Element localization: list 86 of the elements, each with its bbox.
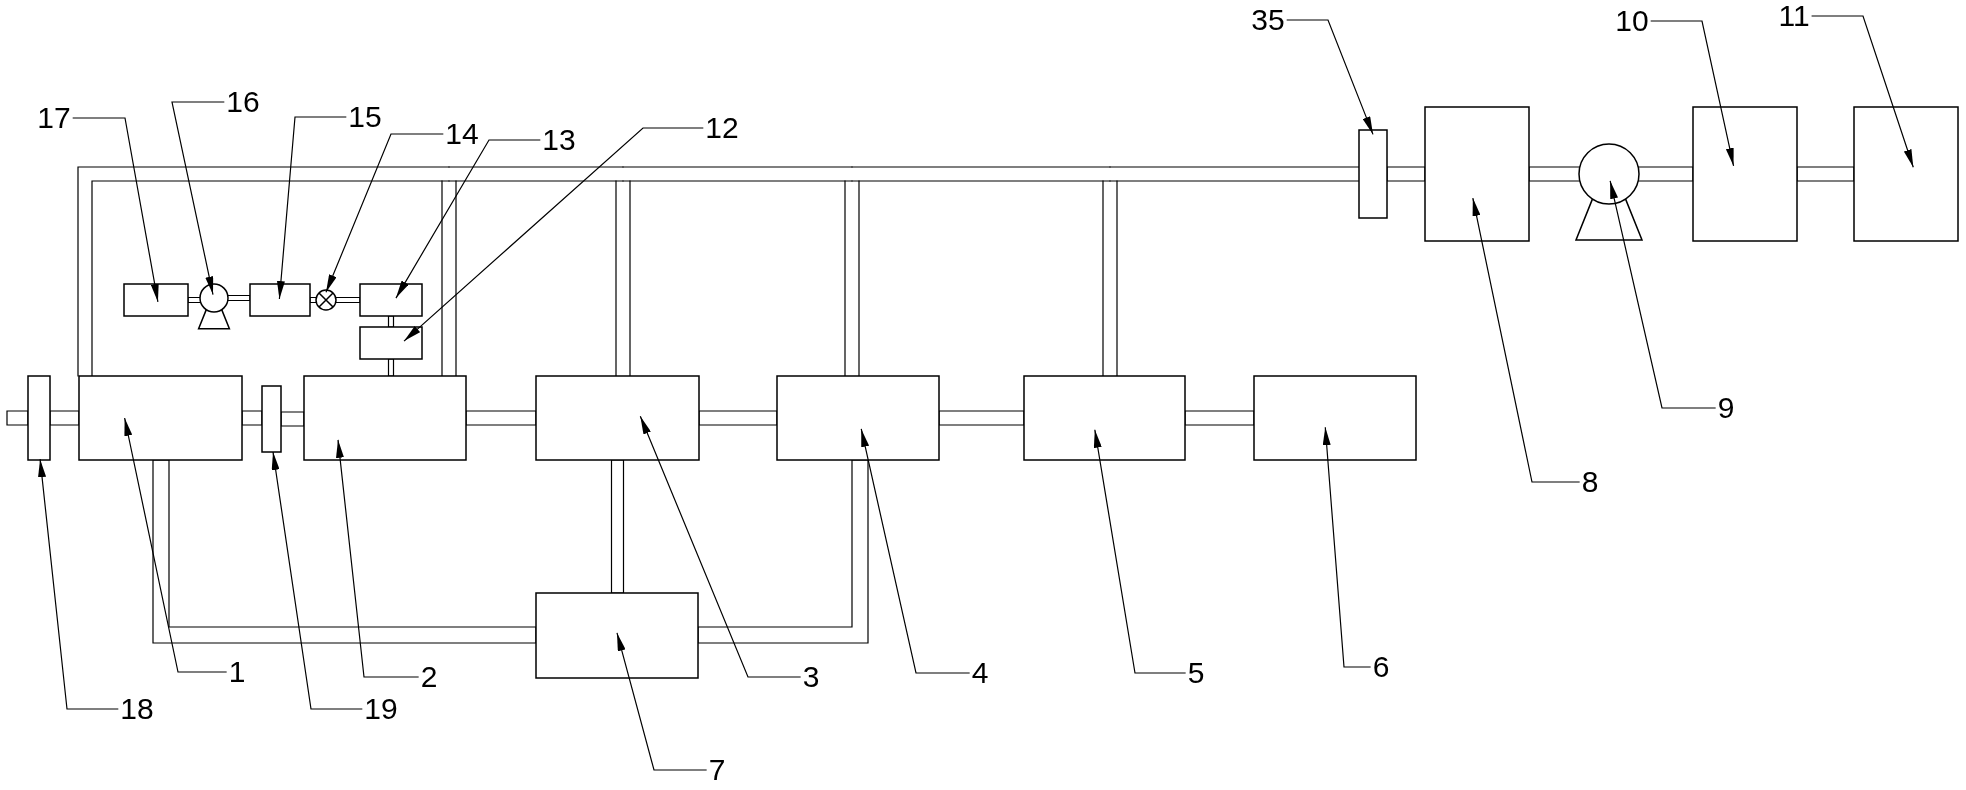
callout-number: 16 <box>224 87 262 117</box>
callout-number: 35 <box>1249 5 1287 35</box>
leader-line <box>1093 429 1187 674</box>
unit-box <box>535 375 700 461</box>
leader-line <box>325 133 444 293</box>
unit-box <box>303 375 467 461</box>
callout-number: 15 <box>346 102 384 132</box>
leader-line <box>124 417 228 673</box>
pipe <box>309 296 319 304</box>
callout-number: 1 <box>226 657 248 687</box>
pump-symbol <box>197 283 231 330</box>
leader-line <box>271 451 363 710</box>
valve-symbol <box>315 289 337 311</box>
unit-box <box>776 375 940 461</box>
leader-line <box>616 632 708 771</box>
callout-number: 6 <box>1370 652 1392 682</box>
pipe <box>851 166 1111 182</box>
pipe <box>387 315 395 328</box>
callout-number: 10 <box>1613 6 1651 36</box>
unit-box <box>359 283 423 317</box>
pipe <box>6 410 29 426</box>
pipe <box>225 294 251 302</box>
unit-box <box>1692 106 1798 242</box>
leader-line <box>395 139 541 299</box>
callout-number: 4 <box>969 658 991 688</box>
pipe <box>441 180 457 377</box>
plate-symbol <box>261 385 282 453</box>
callout-number: 9 <box>1715 393 1737 423</box>
pipe <box>698 410 778 426</box>
pipe <box>77 166 450 377</box>
leader-line <box>1472 197 1581 483</box>
pipe <box>1796 166 1855 182</box>
pipe <box>1109 166 1360 182</box>
pipe <box>187 296 203 304</box>
callout-number: 12 <box>703 113 741 143</box>
plate-symbol <box>27 375 51 461</box>
callout-number: 3 <box>800 662 822 692</box>
pipe <box>622 166 853 182</box>
plate-symbol <box>1358 129 1388 219</box>
leader-line <box>336 439 420 678</box>
callout-number: 5 <box>1185 658 1207 688</box>
callout-number: 11 <box>1776 1 1812 31</box>
unit-box <box>1424 106 1530 242</box>
leader-line <box>860 428 971 674</box>
pipe <box>448 166 624 182</box>
pipe <box>1636 166 1694 182</box>
unit-box <box>1023 375 1186 461</box>
callout-number: 13 <box>540 125 578 155</box>
leader-line <box>1650 20 1735 167</box>
callout-number: 19 <box>362 694 400 724</box>
unit-box <box>123 283 189 317</box>
pipe <box>465 410 537 426</box>
callout-number: 14 <box>443 119 481 149</box>
pipe <box>152 459 537 644</box>
unit-box <box>1253 375 1417 461</box>
unit-box <box>78 375 243 461</box>
pipe <box>844 180 860 377</box>
pipe <box>1184 410 1255 426</box>
unit-box <box>359 326 423 360</box>
leader-line <box>639 415 802 678</box>
leader-line <box>1609 180 1717 409</box>
pipe <box>333 296 361 304</box>
leader-line <box>276 116 347 300</box>
unit-box <box>249 283 311 317</box>
callout-number: 2 <box>418 662 440 692</box>
callout-number: 17 <box>35 103 73 133</box>
leader-line <box>403 127 704 342</box>
callout-number: 8 <box>1579 467 1601 497</box>
pipe <box>697 459 869 644</box>
leader-line <box>38 458 119 710</box>
leader-line <box>1286 19 1374 135</box>
callout-number: 18 <box>118 694 156 724</box>
callout-number: 7 <box>706 755 728 785</box>
leader-line <box>1811 15 1914 168</box>
pipe <box>1528 166 1582 182</box>
leader-line <box>1322 426 1372 668</box>
leader-line <box>171 101 225 296</box>
pump-symbol <box>1574 143 1644 241</box>
leader-line <box>72 117 159 303</box>
pipe <box>938 410 1025 426</box>
unit-box <box>1853 106 1959 242</box>
pipe <box>1102 180 1118 377</box>
pipe <box>387 358 395 377</box>
pipe <box>615 180 631 377</box>
unit-box <box>535 592 699 679</box>
pipe <box>610 459 625 594</box>
